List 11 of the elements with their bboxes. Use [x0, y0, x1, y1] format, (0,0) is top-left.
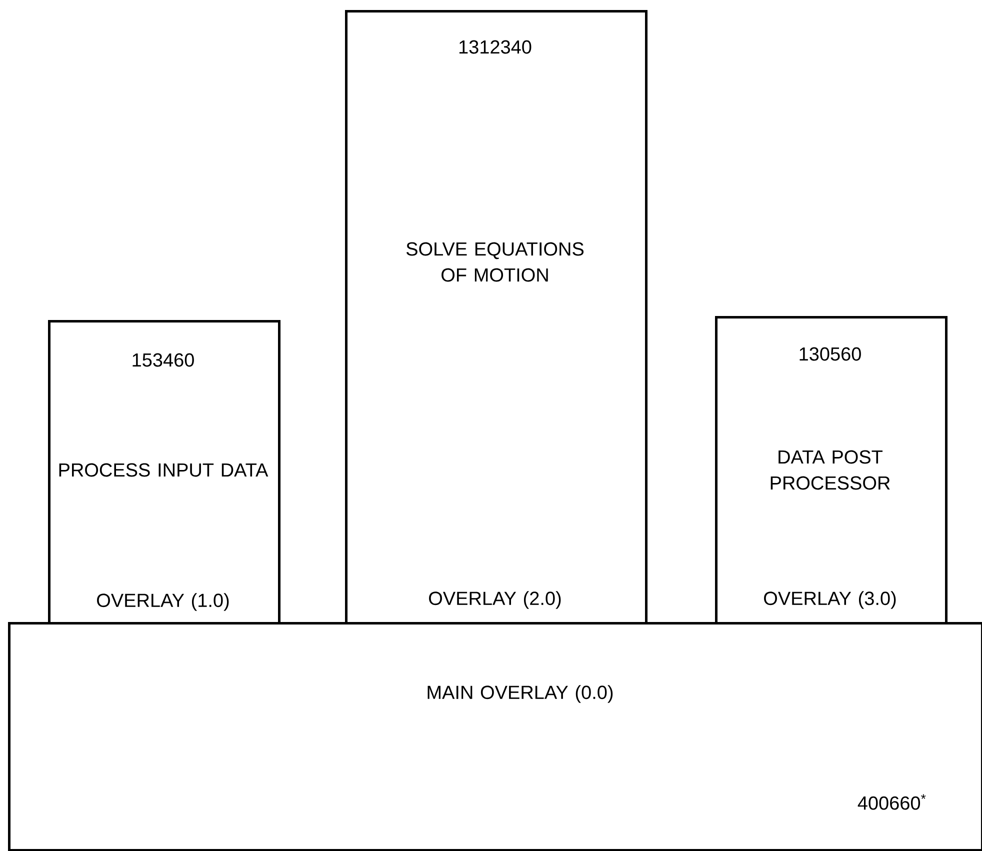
segment-description: SOLVE EQUATIONS OF MOTION [406, 242, 584, 282]
memory-size-label: 130560 [800, 347, 861, 361]
overlay-label: OVERLAY (3.0) [764, 591, 896, 609]
segment-description: DATA POST PROCESSOR [770, 450, 890, 490]
memory-size-label: 1312340 [459, 40, 532, 54]
overlay-label: OVERLAY (1.0) [97, 593, 229, 611]
overlay-label: OVERLAY (2.0) [429, 591, 561, 609]
memory-size-label: 400660$^{*}$ [858, 794, 926, 810]
overlay-label: MAIN OVERLAY (0.0) [428, 685, 613, 703]
segment-description: PROCESS INPUT DATA [59, 463, 268, 477]
memory-size-label: 153460 [132, 353, 194, 367]
